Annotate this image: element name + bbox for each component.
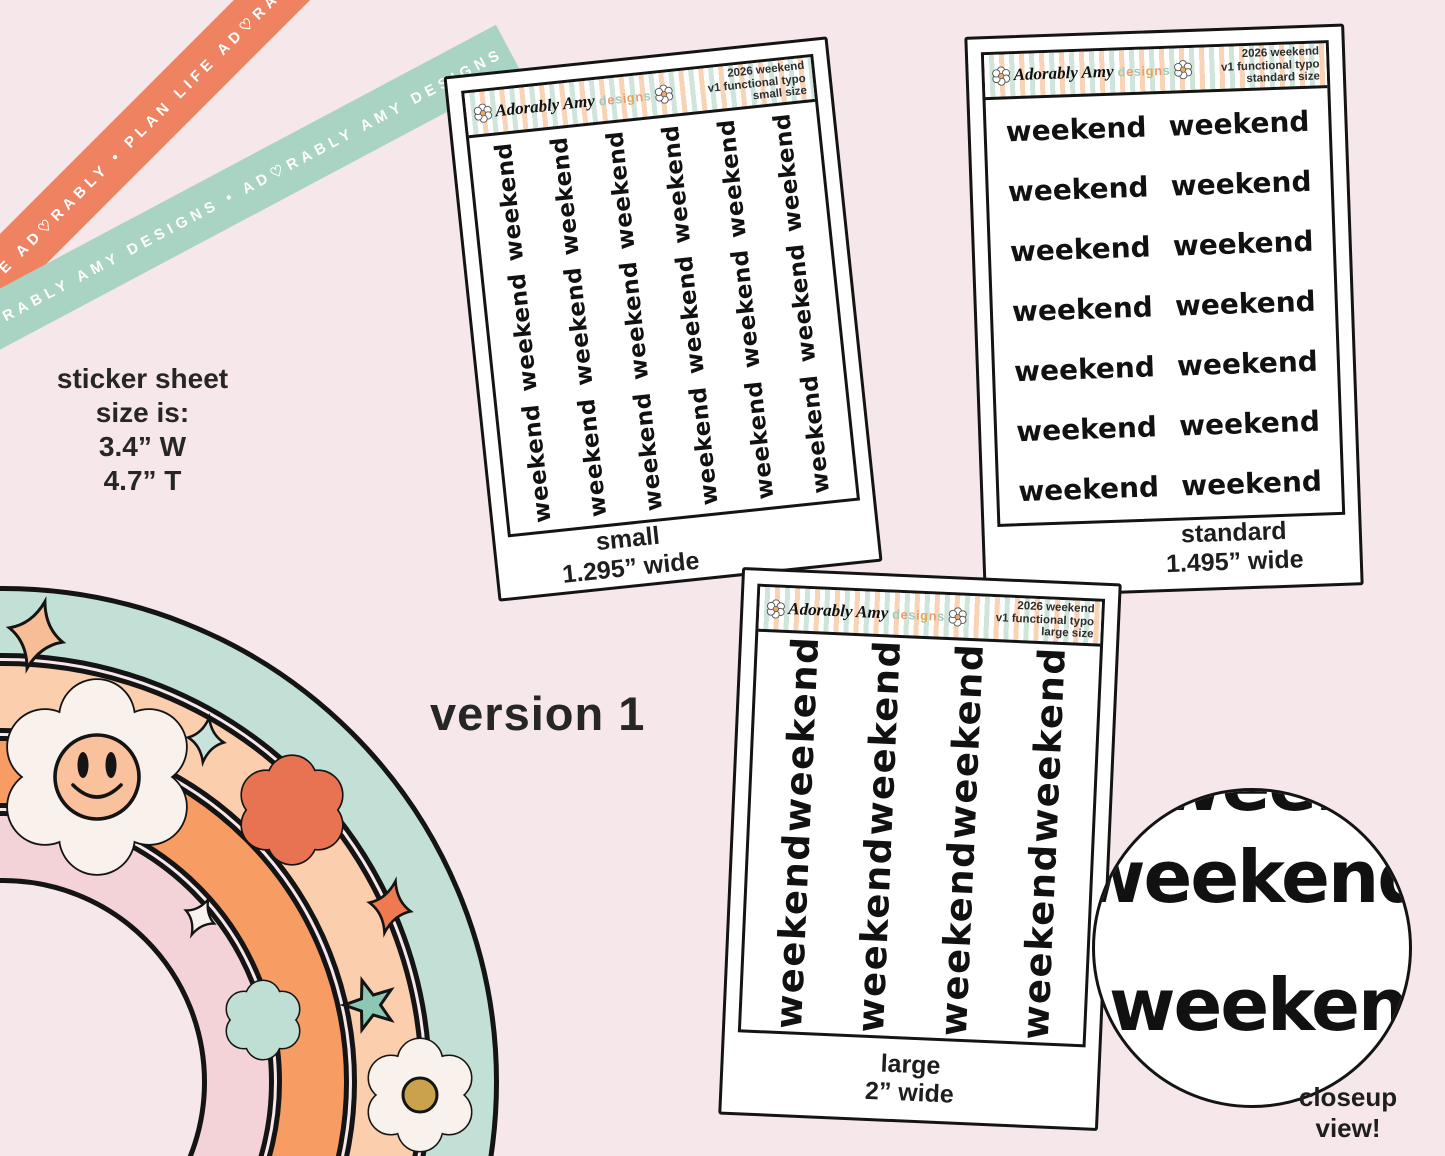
sticker-weekend-text: weekend	[775, 635, 827, 834]
brand-designs: designs	[892, 606, 945, 623]
daisy-logo-icon	[473, 103, 493, 123]
sticker-weekend-text: weekend	[857, 638, 910, 837]
sticker-weekend-text: weekend	[602, 129, 641, 251]
sticker-weekend-text: weekend	[1005, 110, 1147, 148]
sheet-header: Adorably Amy designs 2026 weekend v1 fun…	[983, 43, 1328, 101]
closeup-circle: weekend weekend weekend	[1092, 788, 1412, 1108]
note-line: size is:	[95, 397, 190, 429]
adorably-amy-logo: Adorably Amy designs	[991, 59, 1192, 86]
sticker-weekend-text: weekend	[1176, 344, 1319, 383]
sticker-weekend-text: weekend	[685, 385, 724, 507]
sparkle-white-icon	[183, 895, 217, 939]
sticker-sheet-small: Adorably Amy designs 2026 weekend v1 fun…	[461, 53, 861, 538]
sticker-sheet-card-large: Adorably Amy designs 2026 weekend v1 fun…	[718, 566, 1122, 1132]
sticker-weekend-text: weekend	[504, 272, 543, 394]
daisy-logo-icon	[766, 598, 785, 619]
sticker-weekend-text: weekend	[931, 839, 984, 1038]
sticker-weekend-text: weekend	[1022, 645, 1075, 845]
sheet-title: 2026 weekend v1 functional typo small si…	[706, 60, 808, 109]
brand-designs: designs	[1117, 62, 1170, 79]
closeup-sticker-text: weekend	[1092, 835, 1412, 919]
daisy-logo-icon	[1173, 59, 1192, 79]
sticker-weekend-text: weekend	[1174, 284, 1317, 323]
closeup-sticker-text: weekend	[1109, 963, 1409, 1047]
sticker-weekend-text: weekend	[1168, 104, 1310, 143]
sparkle-orange-icon	[366, 876, 414, 938]
daisy-smiley-icon	[6, 678, 188, 876]
flower-coral-icon	[240, 754, 344, 866]
sticker-weekend-text: weekend	[518, 402, 557, 524]
size-label-large: large 2” wide	[722, 1042, 1098, 1116]
sticker-weekend-text: weekend	[769, 112, 808, 234]
caption-line: view!	[1315, 1113, 1381, 1144]
daisy-logo-icon	[992, 65, 1011, 86]
sticker-weekend-text: weekend	[1017, 469, 1160, 508]
note-line: 3.4” W	[98, 431, 187, 463]
sheet-header: Adorably Amy designs 2026 weekend v1 fun…	[758, 586, 1102, 647]
daisy-logo-icon	[948, 606, 967, 627]
brand-name: Adorably Amy	[1013, 61, 1114, 85]
daisy-gold-icon	[367, 1037, 473, 1153]
sticker-weekend-text: weekend	[657, 123, 697, 246]
brand-designs-letter: s	[936, 608, 946, 624]
brand-designs-letter: s	[642, 87, 652, 104]
sheet-title: 2026 weekend v1 functional typo large si…	[995, 599, 1094, 642]
sticker-sheet-large: Adorably Amy designs 2026 weekend v1 fun…	[737, 583, 1106, 1048]
brand-name: Adorably Amy	[787, 599, 889, 623]
closeup-sticker-text: weekend	[1157, 791, 1409, 827]
sticker-weekend-text: weekend	[1011, 289, 1154, 328]
sticker-weekend-text: weekend	[849, 835, 901, 1034]
sticker-weekend-text: weekend	[671, 254, 710, 376]
sticker-weekend-text: weekend	[1170, 164, 1312, 203]
sparkle-teal-icon	[185, 712, 227, 768]
note-line: sticker sheet	[56, 363, 229, 394]
sticker-weekend-text: weekend	[546, 135, 585, 257]
sticker-sheet-card-standard: Adorably Amy designs 2026 weekend v1 fun…	[964, 23, 1364, 599]
sticker-weekend-text: weekend	[766, 831, 819, 1031]
brand-designs: designs	[598, 88, 652, 108]
sticker-weekend-text: weekend	[1014, 842, 1066, 1041]
sticker-weekend-text: weekend	[1178, 404, 1321, 443]
sticker-weekend-text: weekend	[1007, 169, 1150, 208]
sticker-weekend-text: weekend	[727, 248, 766, 370]
sticker-weekend-text: weekend	[615, 260, 655, 382]
sticker-weekend-text: weekend	[940, 642, 992, 841]
star-teal-icon	[339, 976, 395, 1034]
version-label: version 1	[430, 687, 646, 740]
sticker-weekend-text: weekend	[490, 141, 530, 263]
sticker-weekend-text: weekend	[782, 242, 822, 364]
rainbow-decoration	[0, 586, 499, 1156]
flower-teal-icon	[225, 979, 301, 1061]
brand-designs-letter: s	[1162, 62, 1171, 78]
adorably-amy-logo: Adorably Amy designs	[472, 83, 674, 124]
brand-name: Adorably Amy	[494, 90, 596, 121]
daisy-logo-icon	[654, 84, 673, 104]
sheet-title: 2026 weekend v1 functional typo standard…	[1220, 45, 1320, 87]
sticker-sheet-card-small: Adorably Amy designs 2026 weekend v1 fun…	[443, 36, 883, 602]
sticker-weekend-text: weekend	[573, 396, 613, 518]
adorably-amy-logo: Adorably Amy designs	[766, 598, 967, 627]
sticker-weekend-text: weekend	[1015, 409, 1158, 448]
sticker-weekend-text: weekend	[629, 390, 668, 513]
sheet-header: Adorably Amy designs 2026 weekend v1 fun…	[464, 57, 816, 139]
caption-line: closeup	[1298, 1082, 1398, 1112]
size-label-standard: standard 1.495” wide	[1046, 512, 1422, 583]
note-line: 4.7” T	[103, 465, 182, 497]
sticker-sheet-standard: Adorably Amy designs 2026 weekend v1 fun…	[980, 40, 1346, 527]
sticker-weekend-text: weekend	[1009, 229, 1152, 268]
sticker-weekend-text: weekend	[713, 118, 752, 240]
closeup-caption: closeup view!	[1263, 1082, 1433, 1144]
sticker-weekend-text: weekend	[1013, 349, 1156, 388]
sticker-weekend-text: weekend	[1172, 224, 1315, 263]
sheet-size-note: sticker sheet size is: 3.4” W 4.7” T	[35, 362, 250, 499]
sticker-grid-standard: weekend weekend weekend weekend weekend weeke…	[986, 88, 1343, 524]
sparkle-peach-icon	[5, 596, 67, 674]
sticker-weekend-text: weekend	[796, 373, 836, 495]
sticker-weekend-text: weekend	[1180, 464, 1323, 502]
sticker-weekend-text: weekend	[560, 266, 599, 388]
sticker-weekend-text: weekend	[741, 379, 780, 501]
